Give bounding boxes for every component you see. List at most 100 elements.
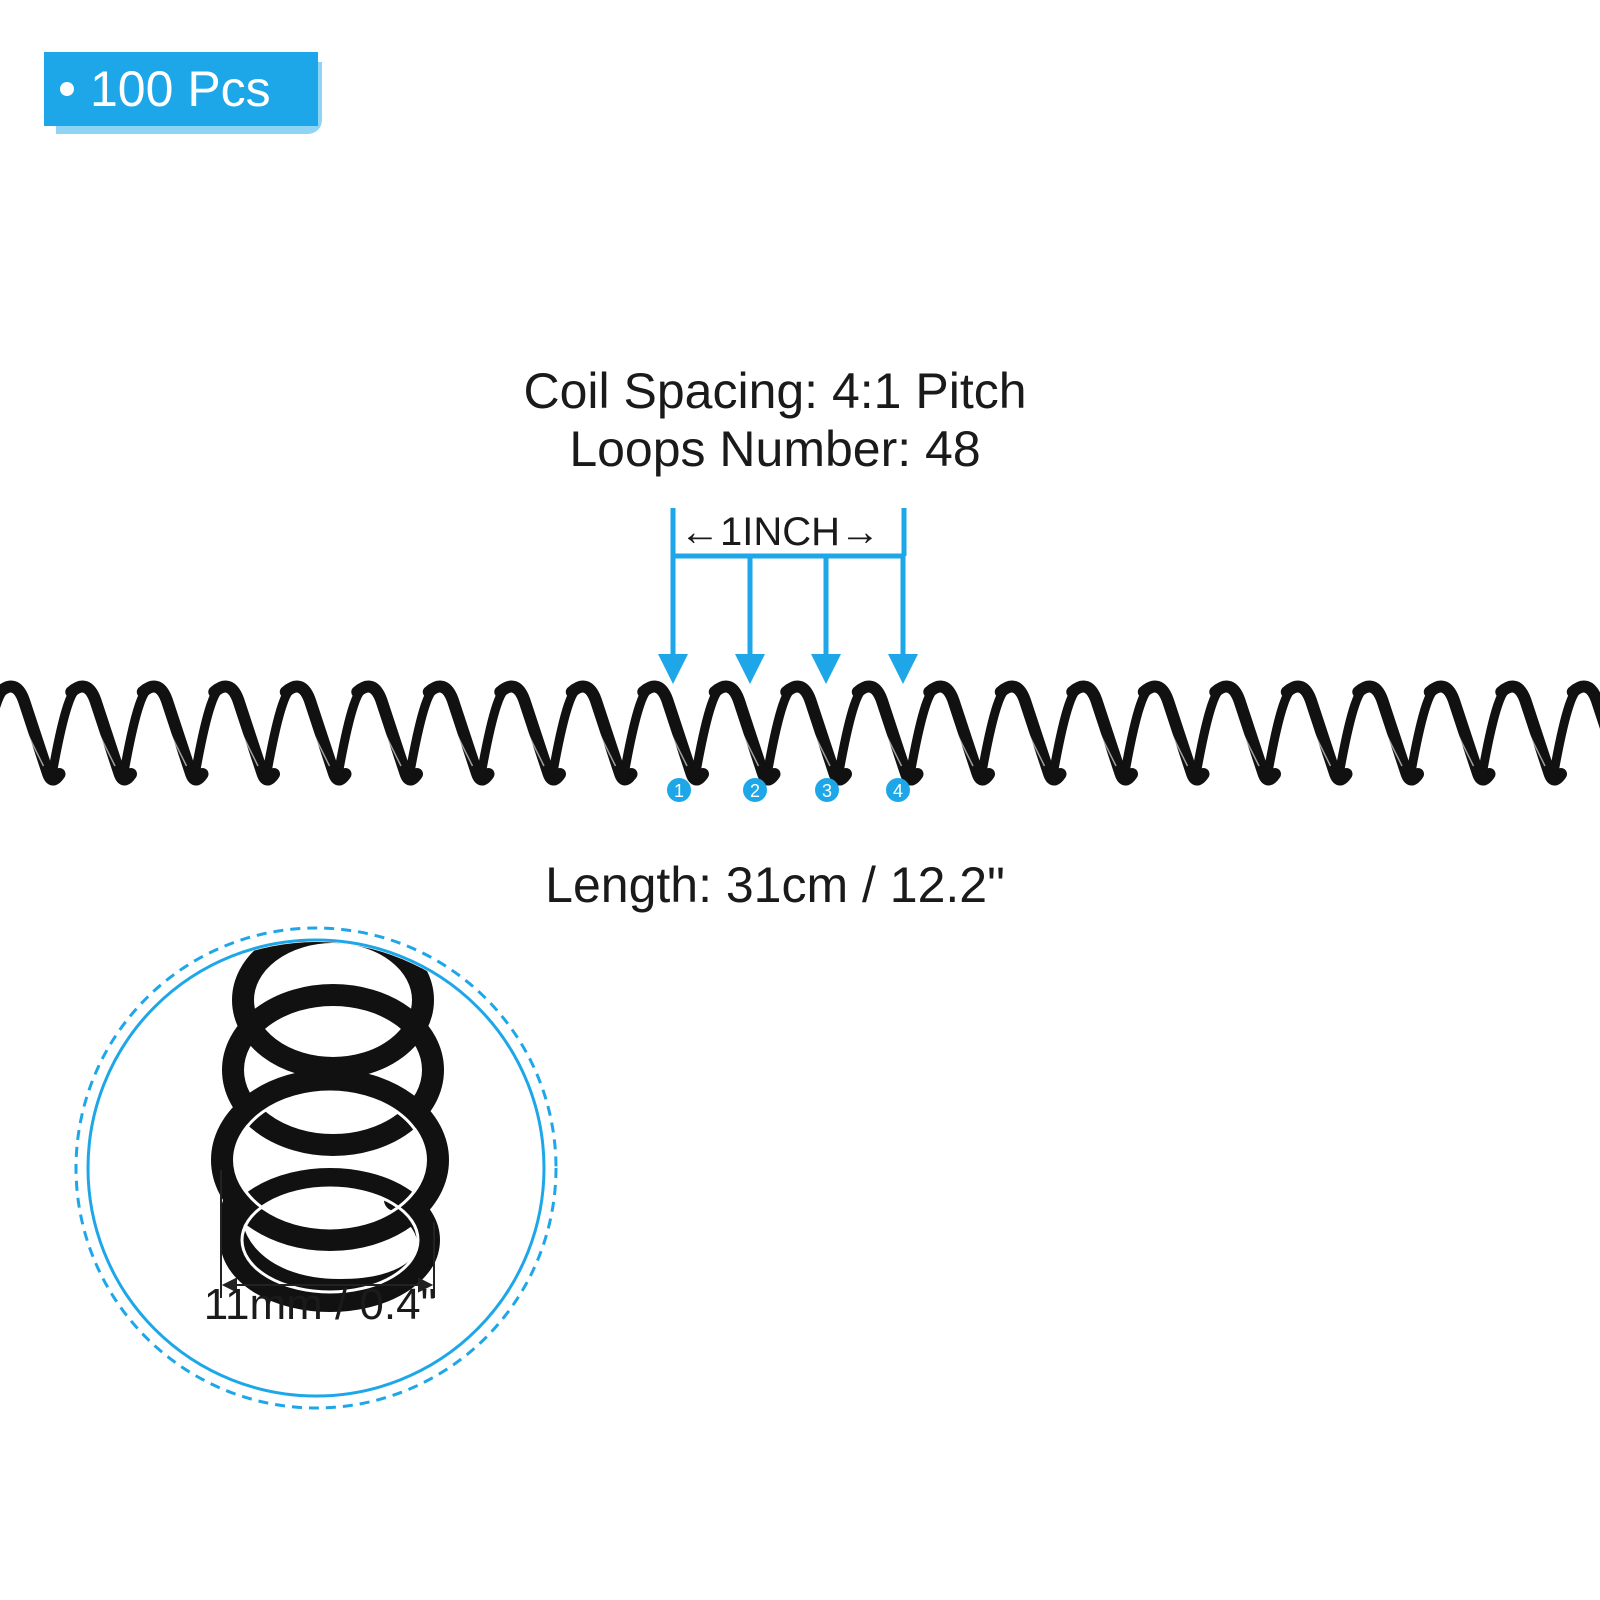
coil-loop-back bbox=[1191, 683, 1229, 779]
inset-coil bbox=[211, 942, 449, 1312]
coil-highlight bbox=[1222, 693, 1260, 767]
inset-loop-top bbox=[232, 942, 434, 1079]
inset-inner-ring bbox=[86, 938, 546, 1398]
coil-highlight bbox=[650, 693, 688, 767]
coil-loop-front bbox=[923, 680, 995, 786]
diameter-measurement bbox=[220, 1170, 435, 1298]
coil-loop-back bbox=[0, 683, 14, 709]
coil-loop-back bbox=[1262, 683, 1301, 779]
arrow-head-3 bbox=[811, 654, 841, 684]
coil-highlight bbox=[507, 693, 545, 767]
coil-loop-back bbox=[547, 683, 586, 779]
coil-loop-back bbox=[261, 683, 300, 779]
coil-highlight bbox=[722, 693, 760, 767]
coil-loop-back bbox=[333, 683, 371, 779]
badge-text: 100 Pcs bbox=[90, 61, 271, 117]
coil-loop-front bbox=[994, 680, 1067, 786]
coil-highlight bbox=[293, 693, 331, 767]
coil-loop-front bbox=[136, 680, 209, 786]
diameter-label: 11mm / 0.4" bbox=[203, 1280, 437, 1329]
coil-loop-back bbox=[1477, 683, 1515, 779]
arrow-head-2 bbox=[735, 654, 765, 684]
coil-highlight bbox=[150, 693, 188, 767]
coil-loop-front bbox=[780, 680, 852, 786]
coil-highlight bbox=[1580, 693, 1600, 735]
inset-detail bbox=[74, 926, 558, 1410]
inset-loop-upper bbox=[222, 984, 444, 1156]
loop-marker-number: 3 bbox=[822, 781, 832, 801]
coil-loop-back bbox=[190, 683, 228, 779]
loop-marker-number: 4 bbox=[893, 781, 903, 801]
coil-loop-front bbox=[279, 680, 352, 786]
coil-highlight bbox=[579, 693, 617, 767]
pitch-measurement bbox=[670, 508, 907, 660]
inset-outer-dashed-ring bbox=[74, 926, 558, 1410]
coil-highlight bbox=[7, 693, 45, 767]
loop-marker-circle bbox=[743, 778, 767, 802]
coil-loop-front bbox=[708, 680, 781, 786]
coil-loop-front bbox=[208, 680, 280, 786]
length-label: Length: 31cm / 12.2" bbox=[545, 857, 1005, 913]
coil-loop-front bbox=[1066, 680, 1138, 786]
coil-loop-back bbox=[762, 683, 800, 779]
coil-highlight bbox=[78, 693, 116, 767]
coil-highlight bbox=[865, 693, 903, 767]
coil-loop-front bbox=[0, 680, 66, 786]
badge-body: 100 Pcs bbox=[44, 52, 318, 126]
coil-highlight bbox=[1294, 693, 1332, 767]
bullet-icon bbox=[60, 82, 74, 96]
coil-loop-front bbox=[1566, 680, 1600, 730]
coil-loop-front bbox=[422, 680, 495, 786]
coil-loop-front bbox=[494, 680, 566, 786]
coil-loop-back bbox=[118, 683, 157, 779]
coil-loop-front bbox=[1352, 680, 1424, 786]
coil-loop-back bbox=[1048, 683, 1086, 779]
coil-loop-back bbox=[976, 683, 1015, 779]
loop-marker-circle bbox=[815, 778, 839, 802]
coil-loop-front bbox=[637, 680, 709, 786]
spiral-coil bbox=[0, 680, 1600, 786]
inset-loop-middle bbox=[211, 1069, 449, 1251]
inset-loop-highlight-2 bbox=[240, 1186, 420, 1294]
coil-loop-back bbox=[1548, 683, 1587, 779]
coil-loop-front bbox=[851, 680, 924, 786]
diameter-arrow-left bbox=[221, 1277, 237, 1293]
coil-loop-back bbox=[47, 683, 85, 779]
coil-loop-back bbox=[619, 683, 657, 779]
coil-highlight bbox=[1365, 693, 1403, 767]
coil-loop-back bbox=[1119, 683, 1158, 779]
quantity-badge: 100 Pcs bbox=[44, 52, 324, 136]
inch-marker-label: ←1INCH→ bbox=[679, 510, 881, 554]
coil-highlight bbox=[1437, 693, 1475, 767]
diameter-arrow-right bbox=[418, 1277, 434, 1293]
coil-loop-front bbox=[1209, 680, 1281, 786]
coil-loop-front bbox=[351, 680, 423, 786]
coil-loop-back bbox=[690, 683, 729, 779]
coil-highlight bbox=[936, 693, 974, 767]
loop-marker-circle bbox=[886, 778, 910, 802]
coil-loop-front bbox=[1495, 680, 1567, 786]
loop-marker-number: 1 bbox=[674, 781, 684, 801]
coil-highlight bbox=[1008, 693, 1046, 767]
coil-loop-back bbox=[833, 683, 872, 779]
coil-loop-front bbox=[565, 680, 638, 786]
inset-loop-bottom-front bbox=[220, 1168, 440, 1312]
coil-highlight bbox=[1508, 693, 1546, 767]
coil-loop-front bbox=[1280, 680, 1353, 786]
loops-number-label: Loops Number: 48 bbox=[569, 421, 981, 477]
coil-loop-back bbox=[1334, 683, 1372, 779]
coil-loop-back bbox=[404, 683, 443, 779]
inset-loop-highlight bbox=[233, 1090, 427, 1230]
coil-highlight bbox=[221, 693, 259, 767]
coil-loop-back bbox=[1405, 683, 1444, 779]
loop-marker-number: 2 bbox=[750, 781, 760, 801]
coil-highlight bbox=[1079, 693, 1117, 767]
coil-highlight bbox=[1151, 693, 1189, 767]
coil-spacing-label: Coil Spacing: 4:1 Pitch bbox=[523, 363, 1027, 419]
coil-loop-front bbox=[1137, 680, 1210, 786]
pitch-arrowheads bbox=[658, 654, 918, 684]
coil-loop-back bbox=[476, 683, 514, 779]
arrow-head-1 bbox=[658, 654, 688, 684]
coil-loop-back bbox=[905, 683, 943, 779]
